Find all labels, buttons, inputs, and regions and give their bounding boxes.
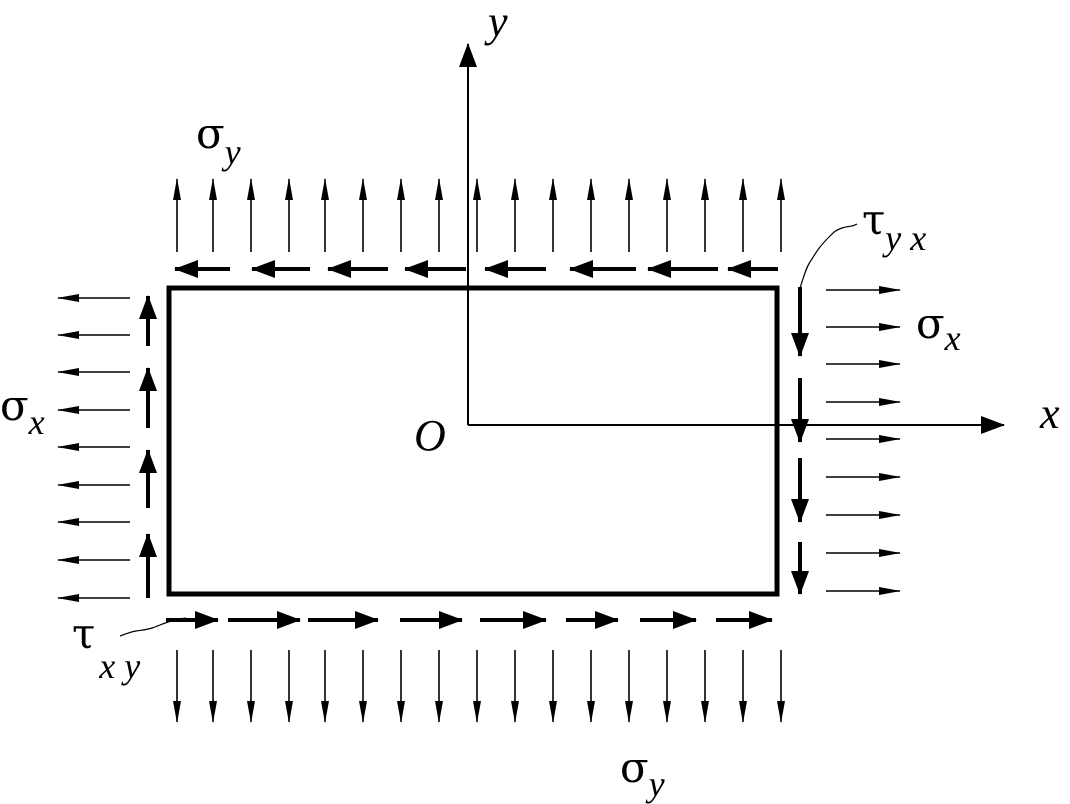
sigma-x-right-subscript: x — [944, 318, 961, 358]
tau-xy-leader-line — [119, 617, 187, 637]
tau-xy-subscript: x y — [98, 646, 140, 686]
sigma-x-left-symbol: σ — [0, 381, 29, 430]
sigma-y-bottom-subscript: y — [646, 764, 665, 804]
sigma-y-top-subscript: y — [222, 132, 241, 172]
x-axis-label: x — [1039, 389, 1060, 438]
tau-yx-subscript: y x — [882, 218, 926, 258]
stress-element-rectangle — [166, 285, 780, 597]
origin-label: O — [414, 411, 446, 460]
sigma-x-left-arrows — [57, 294, 130, 602]
sigma-y-bottom-symbol: σ — [620, 743, 649, 792]
sigma-y-top-symbol: σ — [196, 109, 225, 158]
sigma-y-bottom-label: σy — [620, 743, 665, 804]
sigma-x-right-symbol: σ — [916, 299, 945, 348]
sigma-y-top-label: σy — [196, 109, 241, 172]
sigma-y-bottom-arrows — [173, 650, 785, 723]
tau-xy-label: τx y — [72, 609, 140, 686]
sigma-x-right-arrows — [826, 286, 901, 595]
tau-xy-symbol: τ — [72, 609, 95, 658]
tau-yx-symbol: τ — [862, 195, 885, 244]
tau-yx-leader-line — [799, 223, 858, 289]
sigma-x-left-label: σx — [0, 381, 45, 442]
y-axis-label: y — [484, 0, 508, 46]
tau-yx-label: τy x — [862, 195, 926, 258]
sigma-x-right-label: σx — [916, 299, 961, 358]
sigma-x-left-subscript: x — [28, 402, 45, 442]
sigma-y-top-arrows — [173, 178, 785, 252]
